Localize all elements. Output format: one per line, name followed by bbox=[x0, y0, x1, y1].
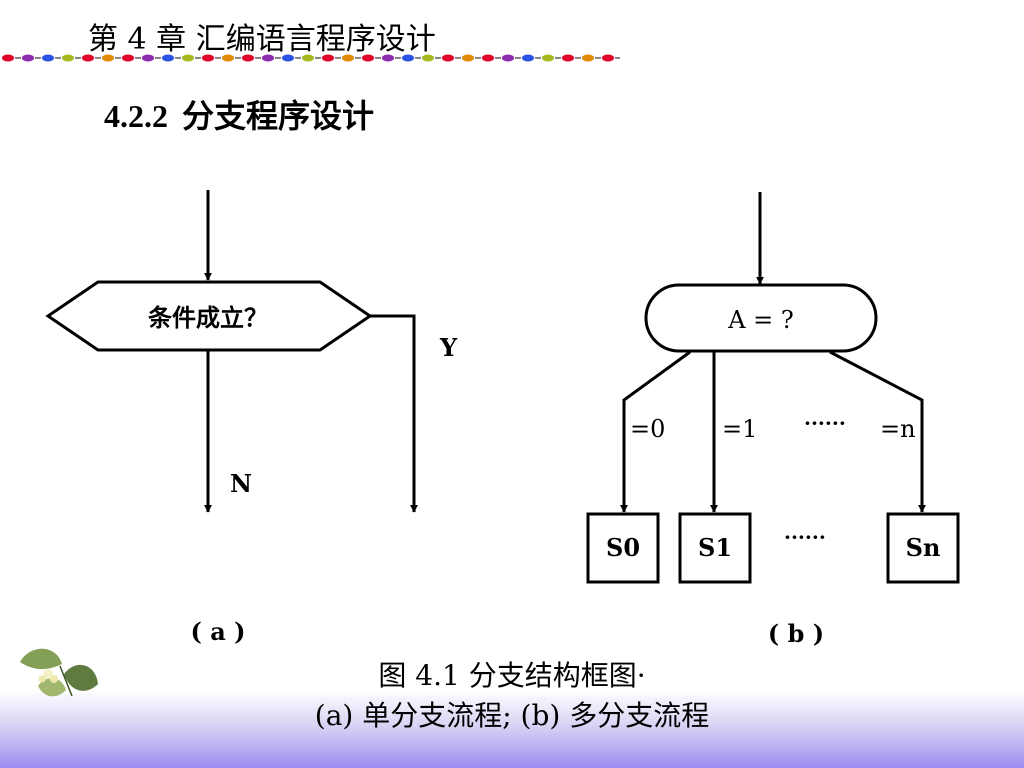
box-s0-label: S0 bbox=[606, 533, 640, 562]
decorative-dot bbox=[122, 54, 134, 62]
branch-label-1: =1 bbox=[722, 415, 757, 443]
decorative-dot bbox=[262, 54, 274, 62]
decorative-dot bbox=[322, 54, 334, 62]
box-s0 bbox=[586, 512, 660, 584]
decorative-dot bbox=[342, 54, 354, 62]
decorative-dash bbox=[515, 57, 521, 59]
decorative-dot bbox=[302, 54, 314, 62]
decorative-dash bbox=[415, 57, 421, 59]
decorative-dash bbox=[555, 57, 561, 59]
decorative-dash bbox=[35, 57, 41, 59]
chapter-title: 第 4 章 汇编语言程序设计 bbox=[88, 22, 436, 57]
decorative-dash bbox=[315, 57, 321, 59]
condition-label: 条件成立？ bbox=[148, 303, 268, 332]
decorative-dot bbox=[562, 54, 574, 62]
decorative-dot bbox=[402, 54, 414, 62]
panel-b-label: ( b ) bbox=[768, 619, 824, 648]
bottom-gradient-band bbox=[0, 690, 1024, 768]
decorative-dash bbox=[495, 57, 501, 59]
box-s1 bbox=[678, 512, 752, 584]
decorative-dash bbox=[575, 57, 581, 59]
branch-label-n: =n bbox=[880, 415, 916, 443]
decorative-dash bbox=[275, 57, 281, 59]
decorative-dot bbox=[182, 54, 194, 62]
yes-branch-line bbox=[370, 314, 418, 513]
decorative-dot bbox=[442, 54, 454, 62]
decorative-dot bbox=[382, 54, 394, 62]
decorative-dash bbox=[435, 57, 441, 59]
decorative-dash bbox=[255, 57, 261, 59]
decorative-dash bbox=[355, 57, 361, 59]
decorative-dot bbox=[542, 54, 554, 62]
decorative-dot bbox=[82, 54, 94, 62]
decorative-dot bbox=[242, 54, 254, 62]
decorative-dot bbox=[502, 54, 514, 62]
decorative-dot bbox=[22, 54, 34, 62]
branch-label-0: =0 bbox=[630, 415, 665, 443]
leaf-plant-decoration bbox=[20, 648, 98, 697]
decorative-dash bbox=[215, 57, 221, 59]
decorative-dash bbox=[615, 57, 620, 59]
diagram-a-single-branch: 条件成立？ Y N ( a ) bbox=[45, 190, 458, 646]
decorative-dot bbox=[222, 54, 234, 62]
decorative-dash bbox=[195, 57, 201, 59]
decorative-dash bbox=[75, 57, 81, 59]
decorative-dot bbox=[102, 54, 114, 62]
figure-caption-subtitle: (a) 单分支流程; (b) 多分支流程 bbox=[314, 699, 710, 732]
decorative-dot bbox=[62, 54, 74, 62]
decorative-dash bbox=[595, 57, 601, 59]
decorative-dash bbox=[235, 57, 241, 59]
section-title: 4.2.2 分支程序设计 bbox=[104, 96, 374, 136]
decorative-dash bbox=[375, 57, 381, 59]
panel-a-label: ( a ) bbox=[191, 617, 246, 646]
no-label: N bbox=[230, 469, 252, 498]
decorative-dot bbox=[462, 54, 474, 62]
box-sn-label: Sn bbox=[906, 533, 941, 562]
decorative-dash bbox=[475, 57, 481, 59]
decorative-dot bbox=[482, 54, 494, 62]
decorative-dash bbox=[295, 57, 301, 59]
branch-0-line bbox=[620, 350, 691, 513]
box-sn bbox=[886, 512, 960, 584]
decorative-dot bbox=[422, 54, 434, 62]
decorative-dash bbox=[115, 57, 121, 59]
decorative-dash bbox=[135, 57, 141, 59]
decorative-dot bbox=[202, 54, 214, 62]
decorative-dot bbox=[522, 54, 534, 62]
decorative-dash bbox=[455, 57, 461, 59]
branch-label-ellipsis: ······ bbox=[804, 411, 846, 435]
selector-terminal-shape bbox=[644, 283, 878, 353]
decorative-dot bbox=[162, 54, 174, 62]
diagram-b-multi-branch: A = ? =0 =1 ······ =n S0 S1 ······ Sn ( … bbox=[586, 192, 960, 648]
decorative-dot-divider bbox=[2, 54, 620, 62]
section-heading: 分支程序设计 bbox=[182, 97, 375, 135]
decorative-dash bbox=[55, 57, 61, 59]
yes-label: Y bbox=[439, 333, 458, 362]
decorative-dash bbox=[155, 57, 161, 59]
decorative-dot bbox=[602, 54, 614, 62]
section-number: 4.2.2 bbox=[104, 98, 168, 134]
decorative-dash bbox=[175, 57, 181, 59]
decorative-dot bbox=[362, 54, 374, 62]
box-s1-label: S1 bbox=[698, 533, 732, 562]
figure-caption-title: 图 4.1 分支结构框图· bbox=[378, 659, 646, 692]
decorative-dot bbox=[282, 54, 294, 62]
selector-label: A = ? bbox=[727, 306, 794, 334]
decorative-dot bbox=[42, 54, 54, 62]
box-ellipsis: ······ bbox=[784, 525, 826, 549]
decorative-dash bbox=[15, 57, 21, 59]
decorative-dot bbox=[2, 54, 14, 62]
decorative-dot bbox=[582, 54, 594, 62]
decorative-dash bbox=[535, 57, 541, 59]
decorative-dash bbox=[335, 57, 341, 59]
decorative-dash bbox=[95, 57, 101, 59]
decorative-dash bbox=[395, 57, 401, 59]
branch-n-line bbox=[829, 350, 926, 513]
decorative-dot bbox=[142, 54, 154, 62]
